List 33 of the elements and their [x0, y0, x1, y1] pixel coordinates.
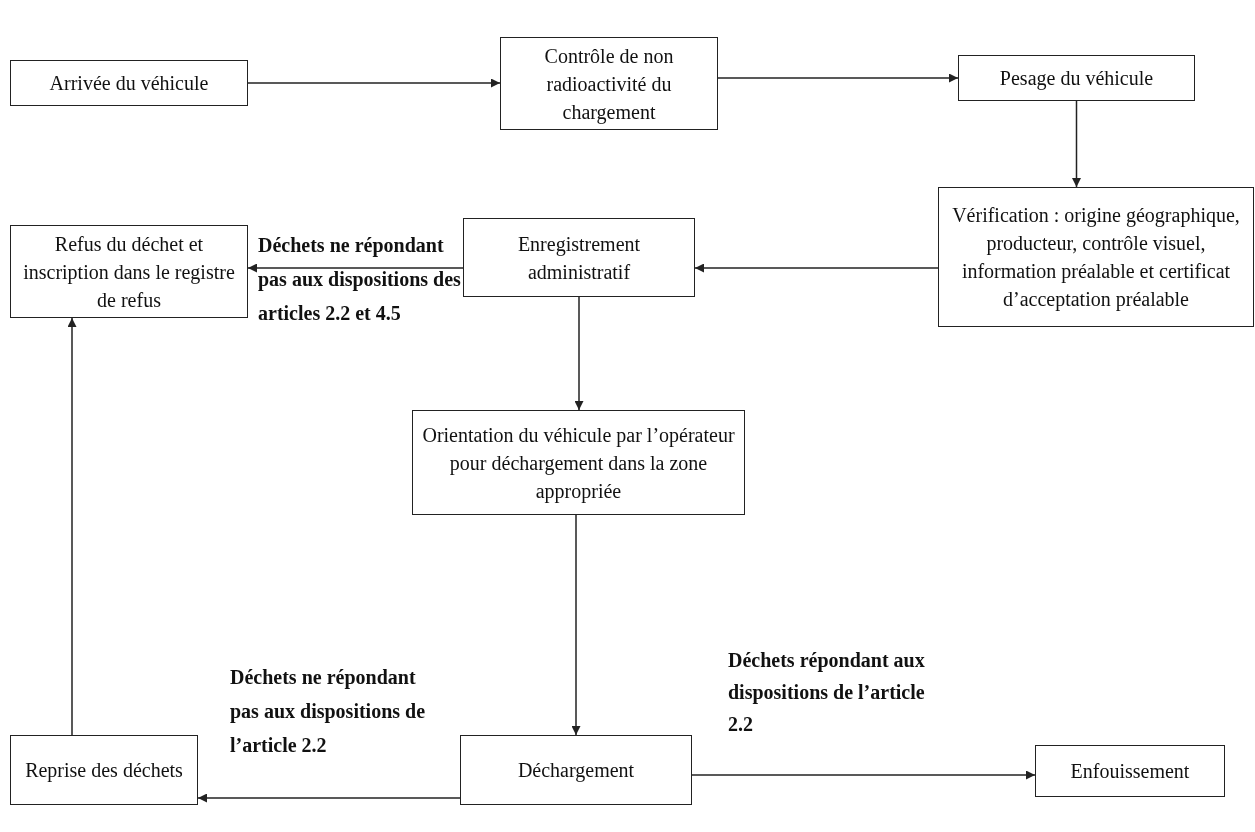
arrow — [717, 73, 959, 83]
box-label: Enregistrement administratif — [516, 231, 642, 285]
process-box — [10, 735, 198, 805]
box-label: Déchargement — [517, 758, 635, 784]
box-label: Arrivée du véhicule — [49, 71, 209, 96]
edge-label: Déchets répondant aux dispositions de l’article 2.2 — [728, 648, 926, 737]
arrow — [197, 793, 461, 803]
box-label: Vérification : origine géographique, producteur, contrôle visuel, information préalable et certificat d’acceptation préalable — [951, 203, 1241, 313]
process-box — [500, 37, 718, 130]
arrow — [247, 263, 464, 273]
box-label: Refus du déchet et inscription dans le registre de refus — [22, 231, 236, 313]
process-box — [10, 60, 248, 106]
arrow — [571, 514, 581, 736]
process-box — [412, 410, 745, 515]
arrow — [574, 296, 584, 411]
box-label: Pesage du véhicule — [999, 66, 1154, 92]
arrow — [67, 317, 77, 736]
box-label: Contrôle de non radioactivité du chargement — [543, 43, 675, 126]
box-label: Enfouissement — [1070, 759, 1190, 784]
arrow — [691, 770, 1036, 780]
edge-label: Déchets ne répondant pas aux dispositions des articles 2.2 et 4.5 — [258, 233, 462, 326]
edge-label: Déchets ne répondant pas aux dispositions de l’article 2.2 — [230, 665, 427, 758]
box-label: Orientation du véhicule par l’opérateur pour déchargement dans la zone appropriée — [421, 422, 736, 505]
process-box — [938, 187, 1254, 327]
box-label: Reprise des déchets — [25, 758, 183, 784]
process-box — [463, 218, 695, 297]
process-box — [1035, 745, 1225, 797]
arrow — [1072, 100, 1081, 188]
process-box — [460, 735, 692, 805]
process-box — [958, 55, 1195, 101]
arrow — [247, 78, 501, 88]
process-box — [10, 225, 248, 318]
arrow — [694, 263, 939, 273]
